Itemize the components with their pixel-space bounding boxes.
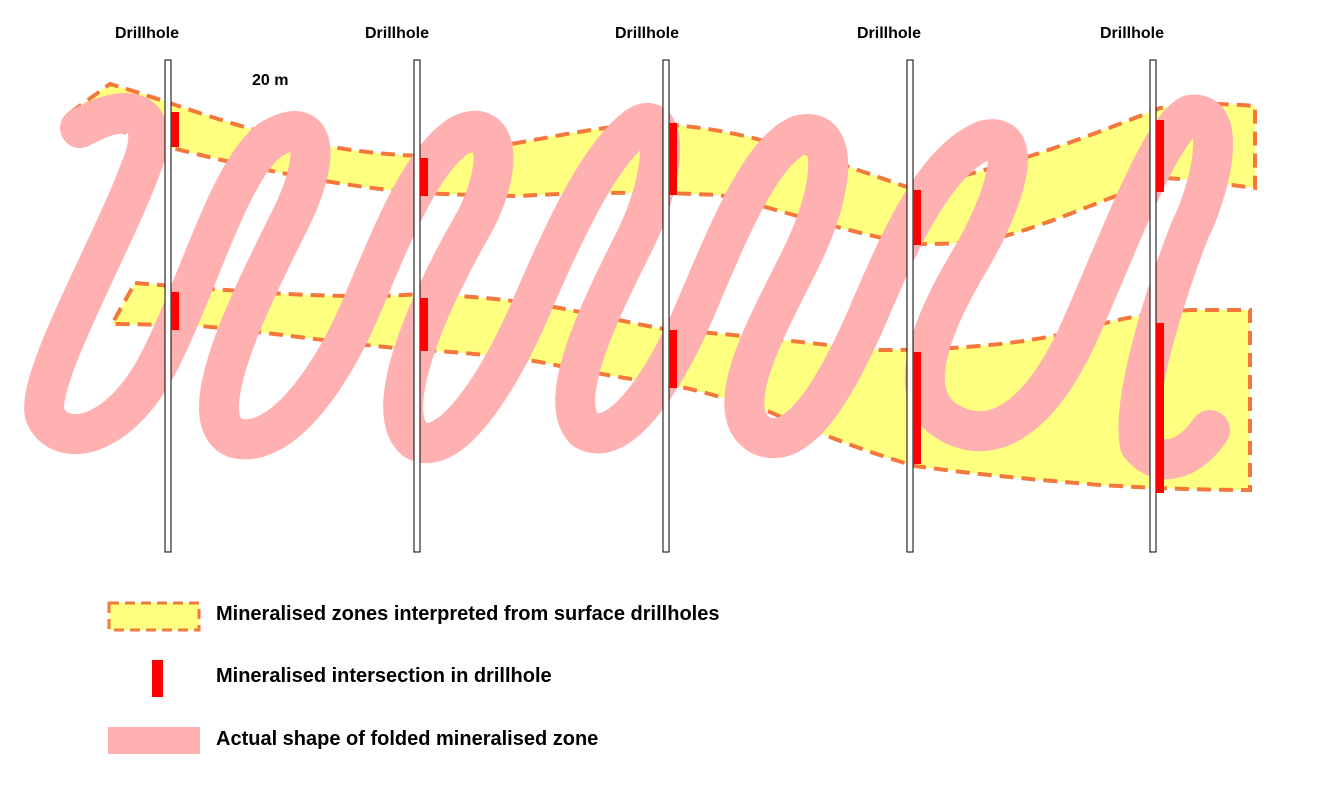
drillhole-label-1: Drillhole	[114, 25, 179, 42]
drillhole-label-2: Drillhole	[364, 25, 429, 42]
intersection-3a	[669, 123, 677, 195]
scale-label: 20 m	[252, 72, 289, 89]
intersection-2b	[420, 298, 428, 351]
drillhole-label-4: Drillhole	[856, 25, 921, 42]
legend-label-folded-zone: Actual shape of folded mineralised zone	[216, 728, 599, 750]
drillhole-1	[164, 59, 172, 553]
intersection-5a	[1156, 120, 1164, 192]
legend-label-intersection: Mineralised intersection in drillhole	[216, 665, 552, 687]
drillhole-5	[1149, 59, 1157, 553]
intersection-2a	[420, 158, 428, 196]
drillhole-label-3: Drillhole	[614, 25, 679, 42]
intersections	[171, 112, 1164, 493]
folded-zone	[24, 93, 1234, 480]
intersection-3b	[669, 330, 677, 388]
legend-swatch-folded-zone	[108, 727, 200, 754]
drillhole-2	[413, 59, 421, 553]
drillhole-3	[662, 59, 670, 553]
legend-label-interpreted-zone: Mineralised zones interpreted from surfa…	[216, 603, 720, 625]
legend-swatches	[107, 601, 201, 754]
intersection-4a	[913, 190, 921, 245]
drillhole-label-5: Drillhole	[1099, 25, 1164, 42]
intersection-1a	[171, 112, 179, 147]
intersection-4b	[913, 352, 921, 464]
drillhole-4	[906, 59, 914, 553]
legend-swatch-intersection	[152, 660, 163, 697]
intersection-1b	[171, 292, 179, 330]
intersection-5b	[1156, 323, 1164, 493]
legend-swatch-interpreted-zone	[107, 601, 201, 632]
folded-zone-band	[24, 93, 1234, 480]
